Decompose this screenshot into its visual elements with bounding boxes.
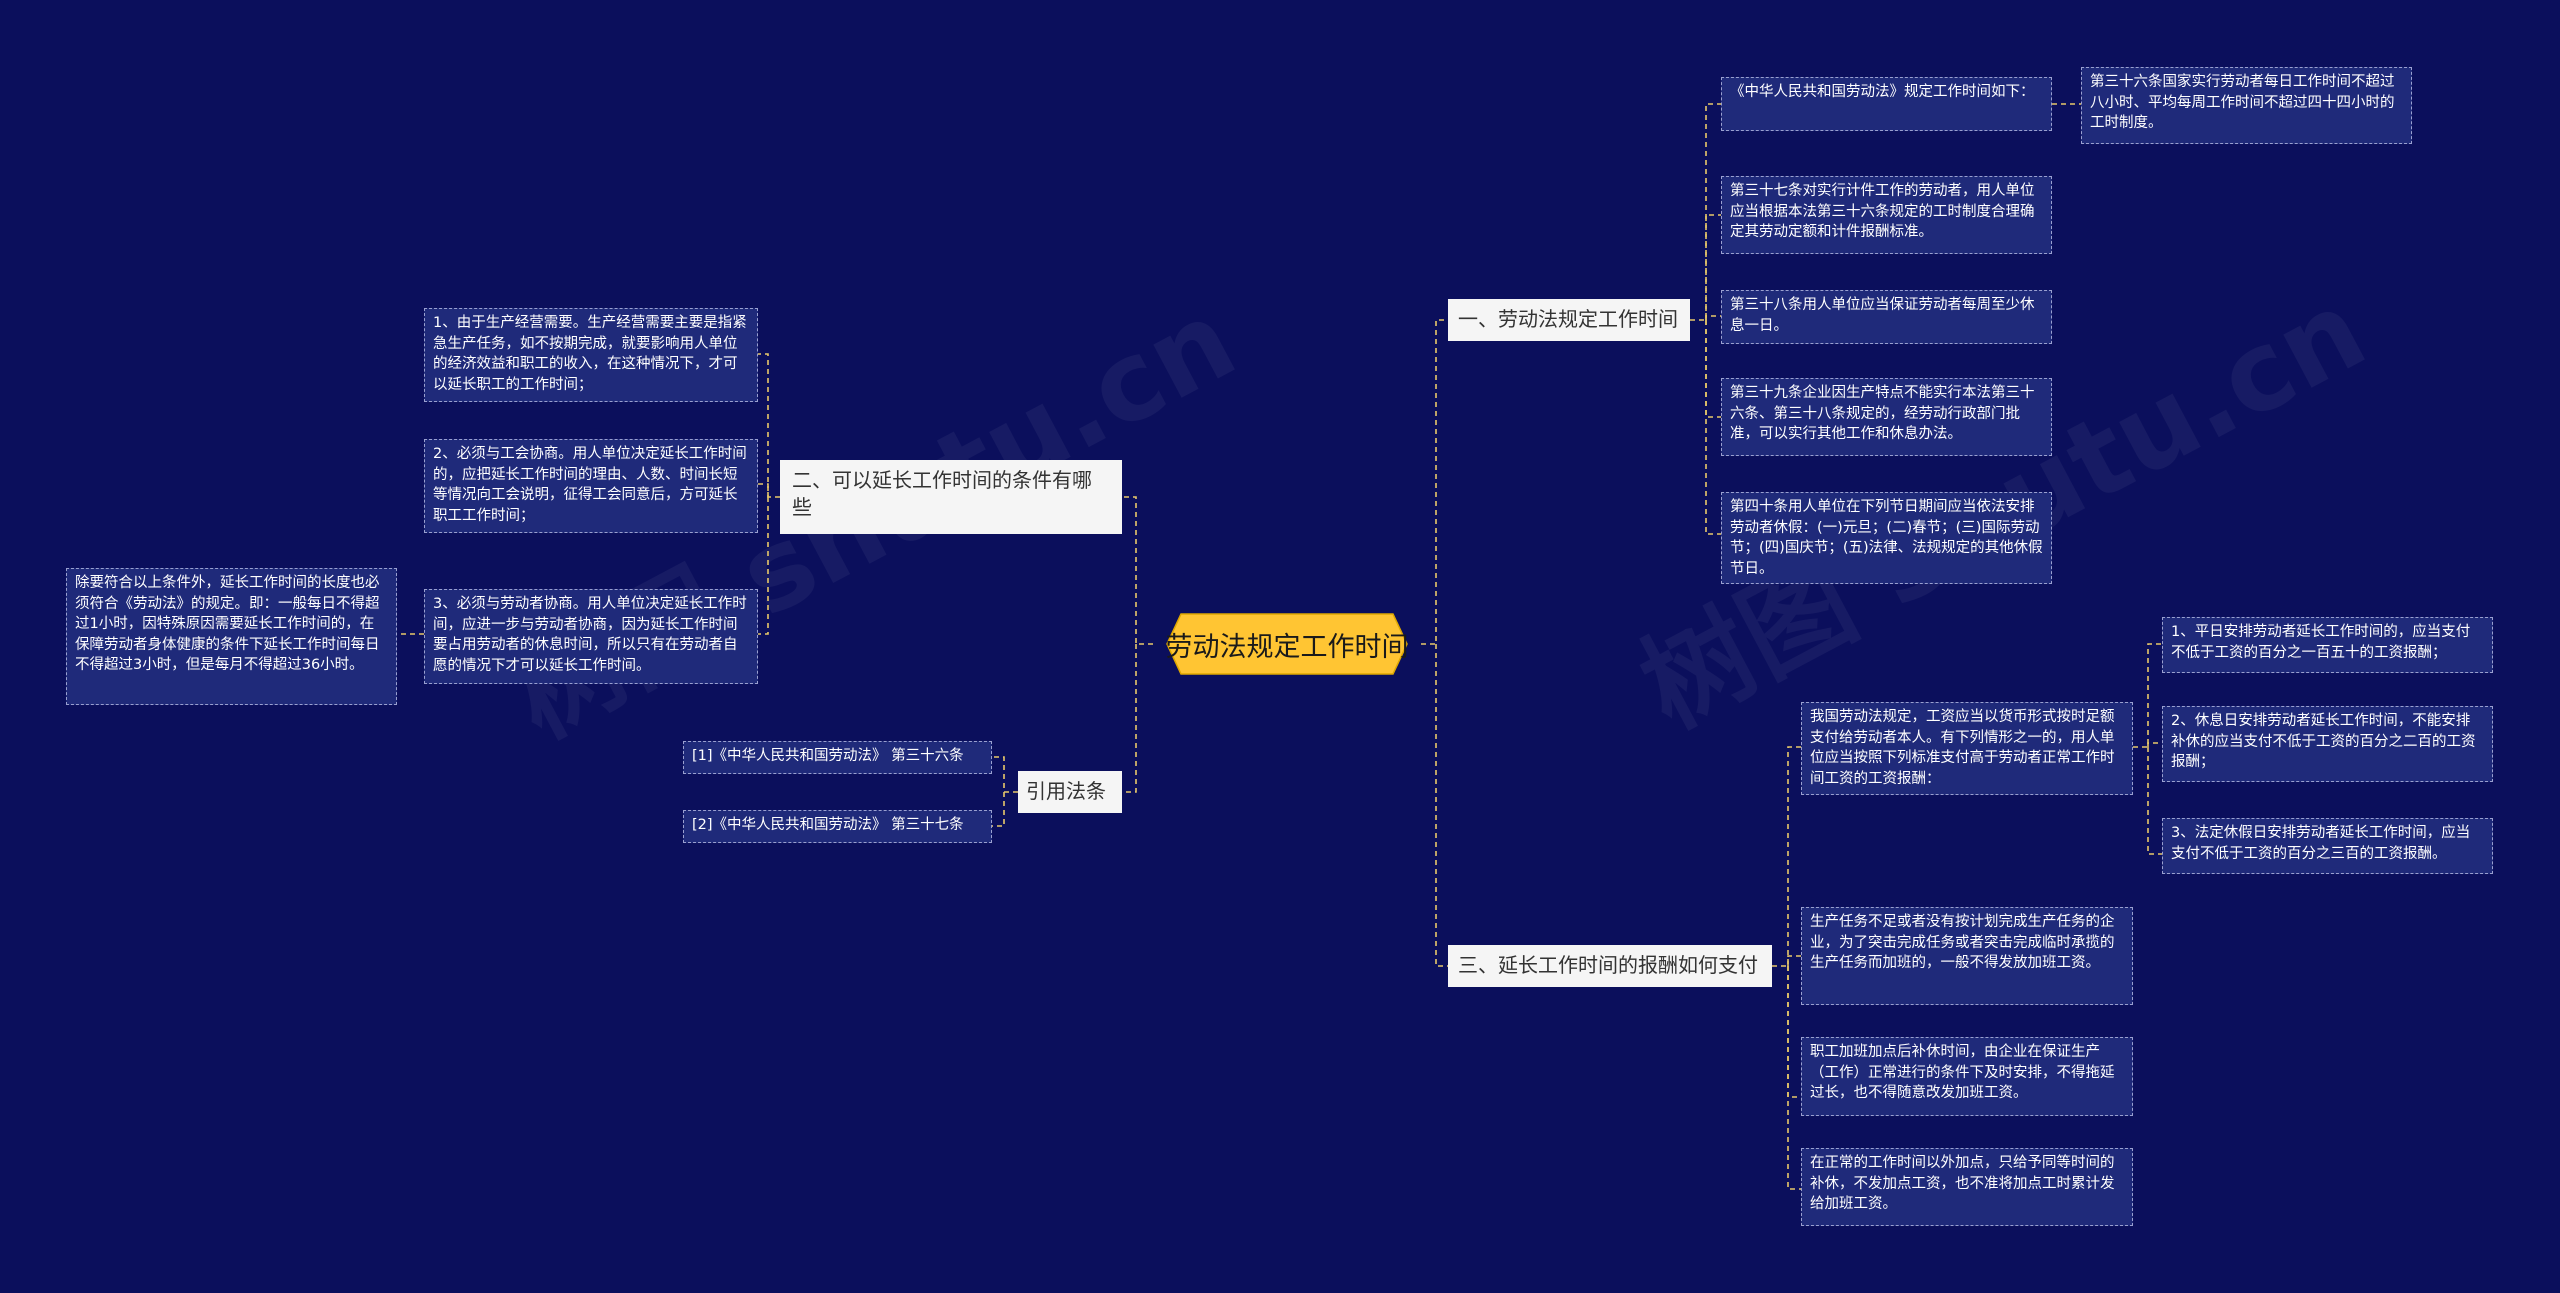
connector [1787, 955, 1801, 966]
central-hexagon-shape [1166, 613, 1408, 675]
leaf-article-40[interactable]: 第四十条用人单位在下列节日期间应当依法安排劳动者休假：(一)元旦；(二)春节；(… [1721, 492, 2052, 584]
leaf-article-37[interactable]: 第三十七条对实行计件工作的劳动者，用人单位应当根据本法第三十六条规定的工时制度合… [1721, 176, 2052, 254]
branch-cited-laws[interactable]: 引用法条 [1018, 771, 1122, 813]
leaf-rest-day-overtime[interactable]: 2、休息日安排劳动者延长工作时间，不能安排补休的应当支付不低于工资的百分之二百的… [2162, 706, 2493, 782]
leaf-condition-worker-consult[interactable]: 3、必须与劳动者协商。用人单位决定延长工作时间，应进一步与劳动者协商，因为延长工… [424, 589, 758, 684]
leaf-condition-production-need[interactable]: 1、由于生产经营需要。生产经营需要主要是指紧急生产任务，如不按期完成，就要影响用… [424, 308, 758, 402]
leaf-extra-hours[interactable]: 在正常的工作时间以外加点，只给予同等时间的补休，不发加点工资，也不准将加点工时累… [1801, 1148, 2133, 1226]
connector [2147, 742, 2162, 747]
branch-overtime-pay[interactable]: 三、延长工作时间的报酬如何支付 [1448, 945, 1772, 987]
connector [758, 483, 769, 497]
leaf-citation-37[interactable]: [2]《中华人民共和国劳动法》 第三十七条 [683, 810, 992, 843]
leaf-weekday-overtime[interactable]: 1、平日安排劳动者延长工作时间的，应当支付不低于工资的百分之一百五十的工资报酬； [2162, 617, 2493, 673]
connector [992, 792, 1005, 827]
connector [1787, 966, 1801, 1190]
connector [1772, 746, 1801, 967]
connector [1705, 320, 1721, 535]
connector [1122, 644, 1137, 793]
connector [1705, 214, 1721, 320]
connector [992, 756, 1018, 793]
connector [1705, 315, 1721, 320]
connector [758, 497, 769, 635]
leaf-insufficient-tasks[interactable]: 生产任务不足或者没有按计划完成生产任务的企业，为了突击完成任务或者突击完成临时承… [1801, 907, 2133, 1005]
leaf-condition-union-consult[interactable]: 2、必须与工会协商。用人单位决定延长工作时间的，应把延长工作时间的理由、人数、时… [424, 439, 758, 533]
connector [758, 353, 780, 498]
leaf-compensatory-rest[interactable]: 职工加班加点后补休时间，由企业在保证生产（工作）正常进行的条件下及时安排，不得拖… [1801, 1037, 2133, 1116]
branch-extension-conditions[interactable]: 二、可以延长工作时间的条件有哪些 [780, 460, 1122, 534]
leaf-citation-36[interactable]: [1]《中华人民共和国劳动法》 第三十六条 [683, 741, 992, 774]
connector [2133, 643, 2162, 748]
connector [1787, 966, 1801, 1098]
central-topic-label: 劳动法规定工作时间 [1165, 631, 1409, 663]
connector [1435, 644, 1448, 967]
connector [1122, 496, 1153, 645]
connector [1421, 319, 1448, 645]
branch-work-hours[interactable]: 一、劳动法规定工作时间 [1448, 299, 1690, 341]
leaf-labor-law-intro[interactable]: 《中华人民共和国劳动法》规定工作时间如下： [1721, 77, 2052, 131]
leaf-wage-rules[interactable]: 我国劳动法规定，工资应当以货币形式按时足额支付给劳动者本人。有下列情形之一的，用… [1801, 702, 2133, 795]
leaf-holiday-overtime[interactable]: 3、法定休假日安排劳动者延长工作时间，应当支付不低于工资的百分之三百的工资报酬。 [2162, 818, 2493, 874]
leaf-article-36[interactable]: 第三十六条国家实行劳动者每日工作时间不超过八小时、平均每周工作时间不超过四十四小… [2081, 67, 2412, 144]
connector [1690, 103, 1721, 321]
leaf-hour-limits[interactable]: 除要符合以上条件外，延长工作时间的长度也必须符合《劳动法》的规定。即：一般每日不… [66, 568, 397, 705]
connector [1705, 320, 1721, 418]
central-topic[interactable]: 劳动法规定工作时间 [1153, 612, 1421, 676]
leaf-article-39[interactable]: 第三十九条企业因生产特点不能实行本法第三十六条、第三十八条规定的，经劳动行政部门… [1721, 378, 2052, 456]
leaf-article-38[interactable]: 第三十八条用人单位应当保证劳动者每周至少休息一日。 [1721, 290, 2052, 344]
connector [2147, 747, 2162, 855]
